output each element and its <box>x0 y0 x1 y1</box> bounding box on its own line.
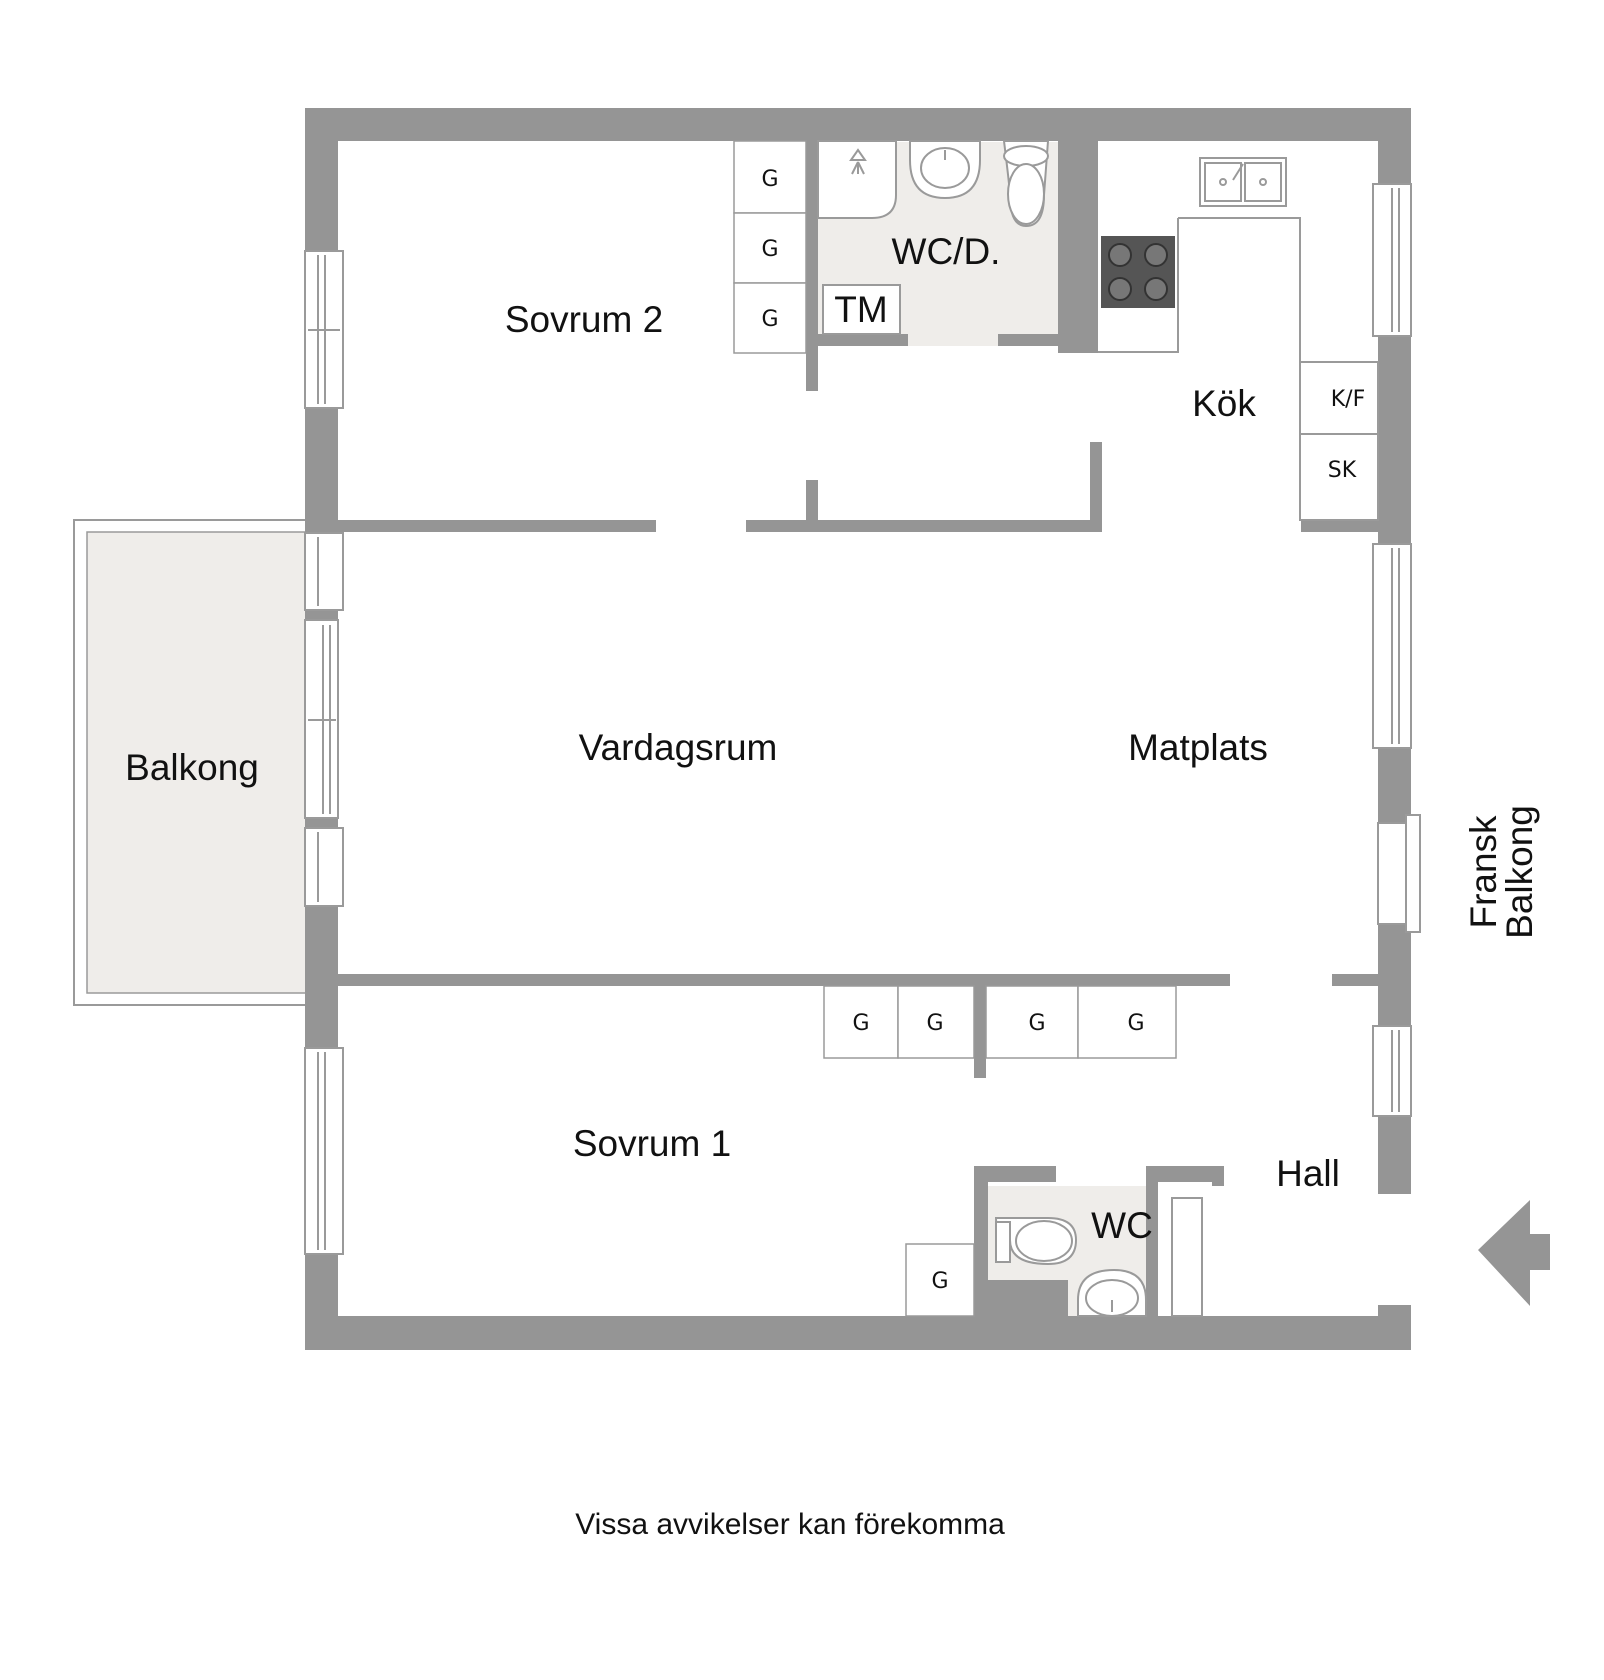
outer-walls <box>305 108 1411 1350</box>
label-vardagsrum: Vardagsrum <box>579 727 778 768</box>
wardrobe-label: G <box>761 167 778 192</box>
kitchen-sink-icon <box>1199 157 1287 207</box>
bathroom-fixtures <box>817 140 1050 335</box>
entrance-icon <box>1478 1200 1550 1306</box>
wardrobes <box>733 140 1177 1317</box>
wardrobe-label: G <box>761 307 778 332</box>
wardrobe-label: G <box>1028 1011 1045 1036</box>
room-labels: Sovrum 2 WC/D. TM Kök Balkong Vardagsrum… <box>125 231 1540 1246</box>
label-balkong: Balkong <box>125 747 259 788</box>
hall-shelf <box>1171 1197 1203 1317</box>
wardrobe-label: G <box>926 1011 943 1036</box>
interior-walls <box>338 141 1378 1316</box>
kitchen <box>1098 157 1379 521</box>
label-matplats: Matplats <box>1128 727 1268 768</box>
fridge-freezer-label: K/F <box>1331 387 1366 412</box>
label-fransk: Fransk <box>1463 815 1504 929</box>
windows <box>304 183 1421 1255</box>
label-kok: Kök <box>1192 383 1256 424</box>
label-wc: WC <box>1091 1205 1153 1246</box>
shower-icon <box>817 140 897 219</box>
label-tm: TM <box>834 289 887 330</box>
label-wcd: WC/D. <box>892 231 1001 272</box>
wardrobe-label: G <box>761 237 778 262</box>
cabinet-labels: G G G G G G G G K/F SK <box>761 167 1365 1294</box>
label-sovrum-2: Sovrum 2 <box>505 299 663 340</box>
label-hall: Hall <box>1276 1153 1340 1194</box>
label-fransk-balkong: Balkong <box>1499 805 1540 939</box>
cabinet-sk-label: SK <box>1328 458 1357 483</box>
balcony <box>73 519 307 1006</box>
wardrobe-label: G <box>931 1269 948 1294</box>
wc-fixtures <box>994 1217 1147 1317</box>
label-sovrum-1: Sovrum 1 <box>573 1123 731 1164</box>
wardrobe-label: G <box>1127 1011 1144 1036</box>
wardrobe-label: G <box>852 1011 869 1036</box>
disclaimer: Vissa avvikelser kan förekomma <box>575 1508 1005 1541</box>
